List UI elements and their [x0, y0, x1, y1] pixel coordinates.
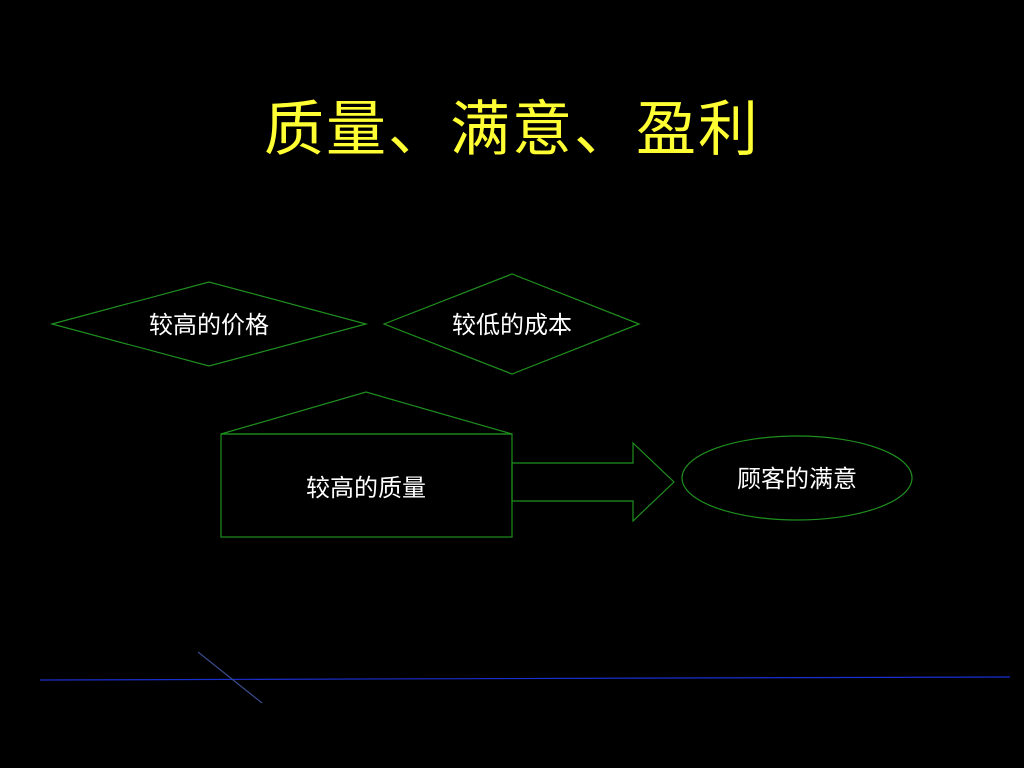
slide-title: 质量、满意、盈利	[264, 95, 760, 165]
decorative-lines	[39, 651, 1011, 704]
node-label: 较低的成本	[452, 311, 572, 339]
roof-shape	[220, 391, 513, 435]
diamond-shape	[382, 273, 641, 375]
node-higher-quality: 较高的质量	[220, 391, 513, 538]
diagonal-accent-line	[197, 651, 263, 704]
node-lower-cost: 较低的成本	[382, 273, 641, 375]
node-higher-price: 较高的价格	[49, 281, 369, 367]
node-customer-satisfaction: 顾客的满意	[681, 435, 913, 521]
node-label: 较高的价格	[149, 311, 269, 339]
node-label: 顾客的满意	[737, 465, 857, 493]
right-arrow	[511, 441, 675, 523]
diamond-shape	[49, 281, 369, 367]
node-label: 较高的质量	[306, 474, 426, 502]
ellipse-shape	[681, 435, 913, 521]
horizontal-accent-line	[39, 676, 1011, 681]
